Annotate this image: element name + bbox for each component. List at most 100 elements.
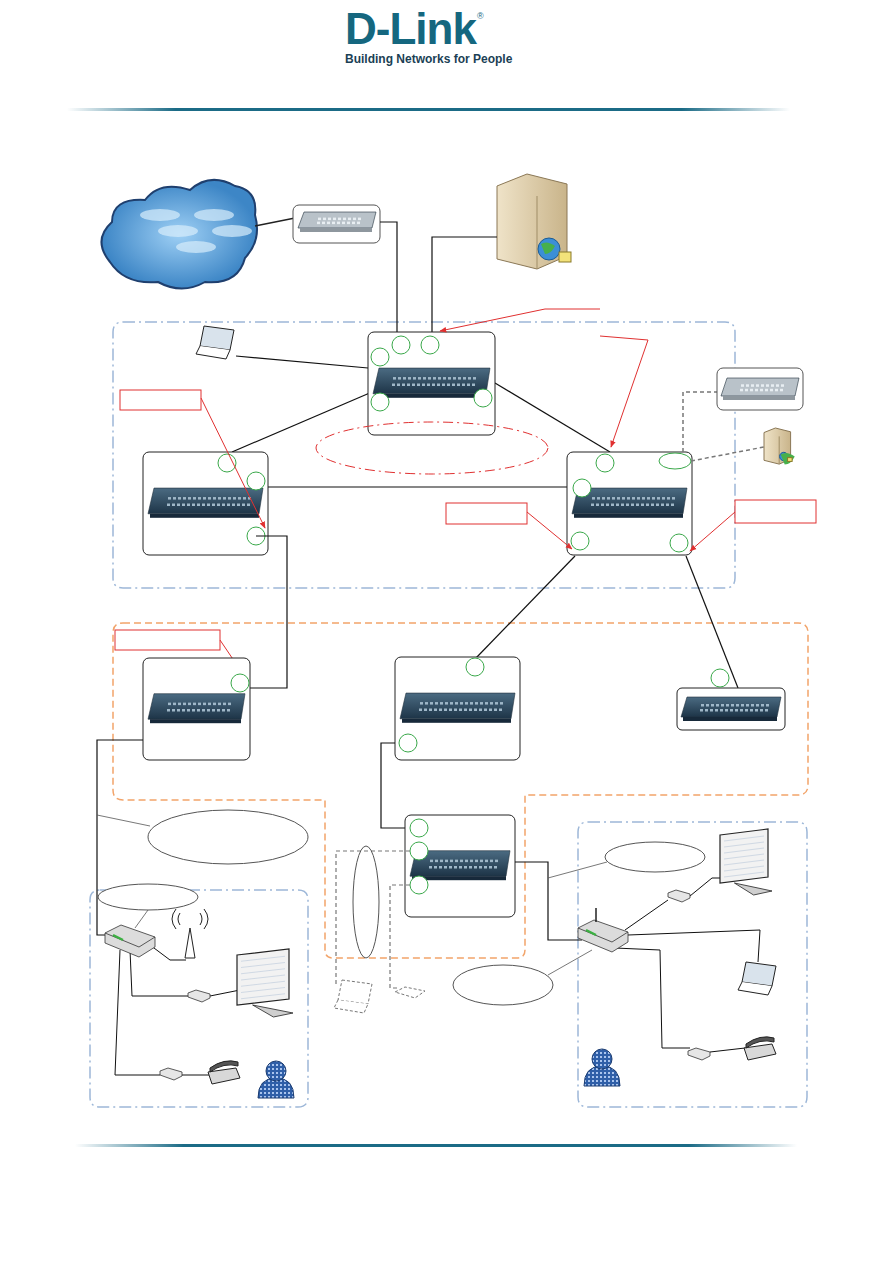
port-marker	[392, 336, 410, 354]
header-rule	[67, 108, 790, 111]
wire	[390, 885, 410, 988]
callout-leader	[527, 512, 572, 549]
switch-frame	[677, 688, 785, 730]
logo-wordmark: D-Link	[345, 6, 476, 52]
antenna	[185, 928, 195, 958]
wire	[97, 815, 150, 826]
switch-device	[373, 368, 490, 398]
port-marker	[711, 669, 729, 687]
phone	[208, 1061, 240, 1084]
wire	[432, 237, 497, 332]
home-region	[578, 822, 807, 1107]
switch-device	[298, 212, 376, 232]
switch-device	[148, 488, 263, 518]
port-marker	[410, 876, 428, 894]
wire	[683, 392, 717, 452]
cloud-texture	[212, 225, 252, 237]
wire	[381, 743, 405, 828]
cloud-texture	[176, 241, 216, 253]
switch-frame	[567, 452, 692, 555]
laptop	[738, 962, 776, 995]
wire	[236, 356, 368, 368]
switch-device	[721, 378, 799, 400]
wire	[625, 900, 668, 930]
wire	[686, 556, 738, 688]
port-marker	[371, 393, 389, 411]
callout-box	[446, 503, 527, 524]
logo-tagline: Building Networks for People	[345, 53, 512, 66]
port-marker	[247, 472, 265, 490]
callout-box	[735, 500, 816, 523]
port-marker	[421, 336, 439, 354]
cloud-texture	[194, 209, 234, 221]
antenna	[595, 908, 597, 922]
wire	[691, 447, 764, 461]
switch-frame	[368, 332, 495, 435]
switch-device	[681, 697, 781, 721]
callout-leader	[440, 309, 545, 331]
radio-waves	[172, 909, 208, 929]
wire	[515, 862, 582, 940]
port-marker	[410, 819, 428, 837]
note-ellipse	[98, 884, 198, 910]
registered-mark: ®	[477, 12, 484, 21]
home-gateway	[105, 925, 155, 957]
note-ellipse	[148, 810, 308, 864]
switch-device	[400, 693, 515, 723]
port-marker	[466, 658, 484, 676]
wire	[268, 486, 567, 487]
wire	[250, 536, 287, 688]
port-marker	[410, 842, 428, 860]
port-marker	[371, 348, 389, 366]
switch-frame	[405, 815, 515, 917]
wire	[210, 990, 240, 996]
tv-monitor	[237, 949, 293, 1017]
note-ellipse	[453, 965, 553, 1005]
port-marker	[670, 534, 688, 552]
stack-ring	[316, 422, 548, 474]
group-ellipse	[353, 846, 379, 958]
switch-frame	[395, 657, 520, 760]
cloud-texture	[140, 209, 180, 221]
wire	[150, 945, 186, 960]
home-gateway	[578, 920, 628, 952]
wire	[548, 950, 592, 975]
port-marker	[573, 479, 591, 497]
home-region	[90, 890, 308, 1107]
switch-frame	[143, 452, 268, 555]
adapter-box	[668, 890, 690, 902]
callout-leader	[545, 309, 600, 310]
switch-device	[148, 694, 245, 724]
server	[497, 174, 571, 269]
wire	[690, 878, 722, 896]
switch-frame	[143, 658, 250, 760]
wire	[232, 392, 372, 452]
wire	[336, 851, 410, 985]
wire	[380, 222, 397, 332]
tv-monitor	[720, 829, 772, 895]
wire	[615, 948, 690, 1048]
wire	[255, 218, 295, 226]
callout-box	[120, 390, 201, 410]
wire	[495, 383, 610, 452]
port-marker	[596, 454, 614, 472]
router-frame	[293, 205, 380, 243]
access-region	[113, 623, 808, 958]
wire	[182, 1075, 210, 1076]
adapter-box	[188, 990, 210, 1002]
port-marker	[399, 734, 417, 752]
internet-cloud	[101, 180, 257, 289]
user-icon	[258, 1061, 294, 1098]
adapter-box	[395, 987, 425, 998]
wire	[628, 930, 760, 962]
appliance-frame	[717, 368, 803, 410]
adapter-box	[160, 1068, 182, 1080]
wire	[115, 950, 160, 1075]
callout-box	[115, 630, 220, 650]
laptop	[334, 980, 372, 1013]
wire	[710, 1048, 745, 1052]
wire	[135, 910, 148, 928]
callout-leader	[690, 512, 735, 551]
